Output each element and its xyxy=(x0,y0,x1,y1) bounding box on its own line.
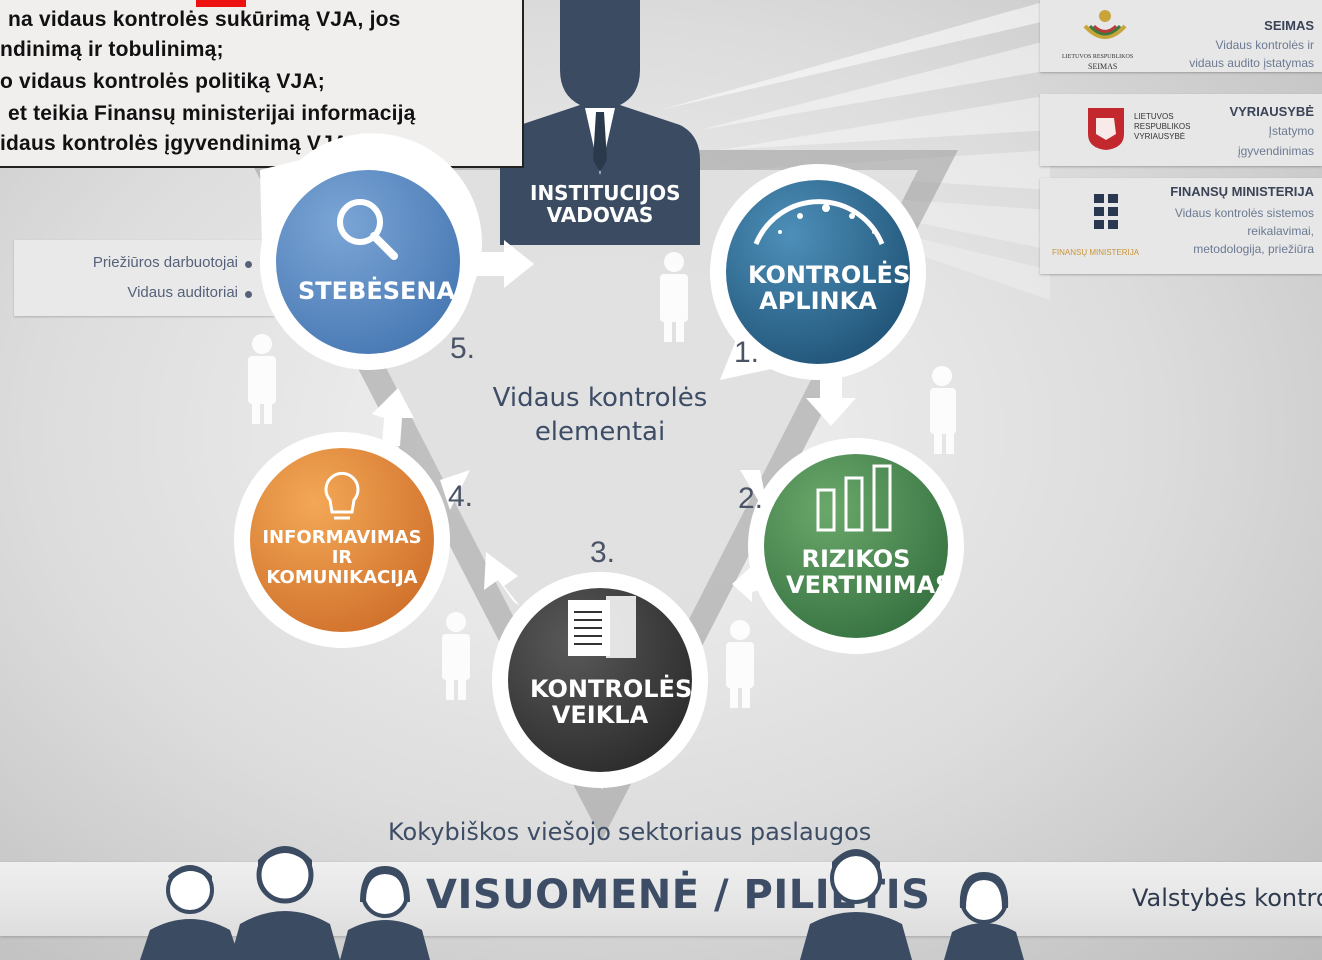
arrow-2-to-3 xyxy=(732,566,768,602)
element-2-number: 2. xyxy=(738,482,764,515)
services-left: Kokybiškos viešojo xyxy=(388,818,611,846)
citizen-icon xyxy=(800,849,912,960)
monitoring-staff-box: Priežiūros darbuotojai Vidaus auditoriai xyxy=(14,240,274,316)
gov-logo-text-1: LIETUVOS xyxy=(1134,112,1174,121)
note-line-1: na vidaus kontrolės sukūrimą VJA, jos xyxy=(8,8,401,31)
element-5-stebesena xyxy=(260,133,482,370)
arrow-1-to-2 xyxy=(806,368,856,426)
panel-seimas: LIETUVOS RESPUBLIKOS SEIMAS SEIMAS Vidau… xyxy=(1040,0,1322,72)
citizen-icon xyxy=(230,846,340,960)
bullet-icon xyxy=(245,291,252,298)
monitor-item-2: Vidaus auditoriai xyxy=(127,284,238,301)
vyriausybe-desc-2: įgyvendinimas xyxy=(1237,144,1314,158)
institution-head-figure xyxy=(500,0,700,245)
finance-desc-1: Vidaus kontrolės sistemos xyxy=(1174,206,1314,220)
audit-label: Valstybės kontrolė xyxy=(1132,884,1322,912)
society-band xyxy=(0,862,1322,936)
finance-title: FINANSŲ MINISTERIJA xyxy=(1170,184,1314,199)
vyriausybe-desc-1: Įstatymo xyxy=(1268,124,1314,138)
finance-ministry-logo-icon xyxy=(1094,194,1118,229)
finance-desc-2: reikalavimai, xyxy=(1247,224,1314,238)
citizen-icon xyxy=(140,865,240,960)
bullet-icon xyxy=(245,261,252,268)
element-3-kontroles-veikla xyxy=(492,572,708,788)
element-1-kontroles-aplinka xyxy=(710,164,926,380)
government-coat-of-arms-icon xyxy=(1088,108,1124,150)
finance-desc-3: metodologija, priežiūra xyxy=(1193,242,1314,256)
element-5-label: STEBĖSENA xyxy=(298,277,456,305)
arrow-5-to-head xyxy=(472,240,534,288)
element-4-number: 4. xyxy=(448,480,474,513)
citizen-icon xyxy=(340,866,430,960)
vyriausybe-title: VYRIAUSYBĖ xyxy=(1229,104,1314,119)
note-highlight-bar xyxy=(196,0,246,7)
monitor-item-1: Priežiūros darbuotojai xyxy=(92,254,238,271)
seimas-desc-1: Vidaus kontrolės ir xyxy=(1215,38,1315,52)
citizen-icon xyxy=(944,872,1024,960)
seimas-title: SEIMAS xyxy=(1264,18,1314,33)
citizens-group xyxy=(140,846,1024,960)
gov-logo-text-3: VYRIAUSYBĖ xyxy=(1134,132,1186,141)
element-4-informavimas xyxy=(234,432,470,648)
panel-finansu-ministerija: FINANSŲ MINISTERIJA FINANSŲ MINISTERIJA … xyxy=(1040,178,1322,274)
element-3-number: 3. xyxy=(590,536,616,569)
note-line-4: et teikia Finansų ministerijai informaci… xyxy=(8,102,416,125)
element-1-number: 1. xyxy=(734,336,760,369)
person-silhouette-icon xyxy=(248,252,956,708)
finance-logo-text: FINANSŲ MINISTERIJA xyxy=(1052,248,1140,257)
seimas-desc-2: vidaus audito įstatymas xyxy=(1189,56,1314,70)
arrow-4-to-5 xyxy=(372,388,414,446)
note-line-5: idaus kontrolės įgyvendinimą VJA. xyxy=(0,132,355,155)
responsibility-note: na vidaus kontrolės sukūrimą VJA, jos nd… xyxy=(0,0,524,168)
seimas-logo-text-1: LIETUVOS RESPUBLIKOS xyxy=(1062,54,1134,60)
seimas-logo-text-2: SEIMAS xyxy=(1088,62,1118,71)
gov-logo-text-2: RESPUBLIKOS xyxy=(1134,122,1191,131)
note-line-2: ndinimą ir tobulinimą; xyxy=(0,38,224,61)
arrow-3-to-4 xyxy=(484,552,520,606)
seimas-logo-icon xyxy=(1083,10,1127,39)
element-5-number: 5. xyxy=(450,332,476,365)
panel-vyriausybe: LIETUVOS RESPUBLIKOS VYRIAUSYBĖ VYRIAUSY… xyxy=(1040,94,1322,166)
note-line-3: o vidaus kontrolės politiką VJA; xyxy=(0,70,325,93)
element-2-rizikos-vertinimas xyxy=(740,438,964,654)
services-right: sektoriaus paslaugos xyxy=(618,818,872,846)
search-icon xyxy=(337,199,398,260)
